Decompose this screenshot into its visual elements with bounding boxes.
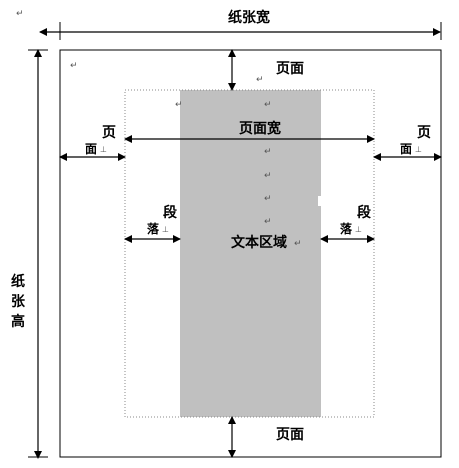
text-area-block — [180, 90, 321, 417]
right-indent-label-b: 落 — [340, 222, 353, 236]
cell-end-mark-left-indent: ⊥ — [162, 225, 169, 234]
text-area-gap — [318, 196, 322, 206]
right-indent-label-a: 段 — [357, 205, 371, 221]
paragraph-mark-3: ↵ — [264, 147, 272, 157]
left-margin-label-a: 页 — [102, 125, 116, 141]
bottom-margin-label: 页面 — [276, 427, 304, 443]
right-margin-label-b: 面 — [400, 142, 413, 156]
left-indent-label-a: 段 — [163, 205, 177, 221]
text-area-label: 文本区域 — [231, 235, 287, 251]
paper-border — [59, 49, 442, 458]
cell-end-mark-right: ⊥ — [415, 145, 422, 154]
left-margin-label-b: 面 — [85, 142, 98, 156]
paragraph-mark-paper: ↵ — [70, 61, 78, 71]
paragraph-mark-4: ↵ — [264, 171, 272, 181]
paragraph-mark-1: ↵ — [175, 100, 183, 110]
paragraph-mark-text-area: ↵ — [294, 239, 302, 249]
page-width-label: 页面宽 — [239, 121, 281, 137]
cell-end-mark-left: ⊥ — [100, 145, 107, 154]
paragraph-mark-topleft: ↵ — [16, 9, 24, 19]
top-margin-label: 页面 — [276, 61, 304, 77]
right-margin-label-a: 页 — [417, 125, 431, 141]
paper-width-label: 纸张宽 — [228, 10, 270, 26]
paragraph-mark-2: ↵ — [264, 100, 272, 110]
paragraph-mark-top: ↵ — [256, 75, 264, 85]
left-indent-label-b: 落 — [147, 222, 160, 236]
paper-height-label: 纸张高 — [11, 274, 25, 330]
paragraph-mark-5: ↵ — [264, 194, 272, 204]
cell-end-mark-right-indent: ⊥ — [355, 225, 362, 234]
paragraph-mark-6: ↵ — [264, 217, 272, 227]
